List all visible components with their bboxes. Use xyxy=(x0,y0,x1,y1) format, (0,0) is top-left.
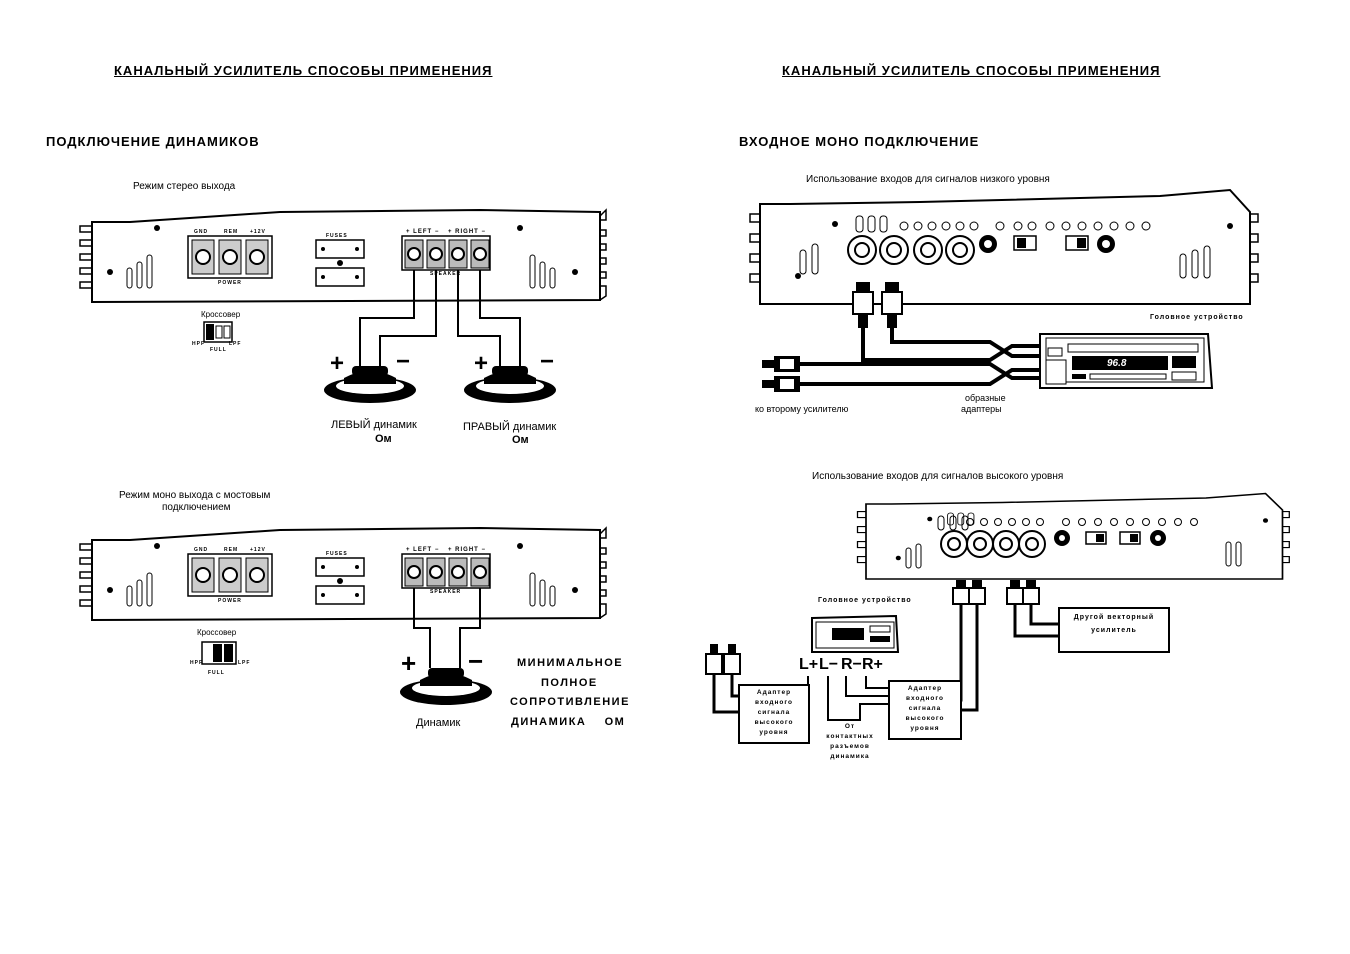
mono-gnd-label: GND xyxy=(194,547,209,553)
terminal-l-plus: L+ xyxy=(799,656,819,673)
power-label: POWER xyxy=(218,280,242,286)
impedance-line-1: МИНИМАЛЬНОЕ xyxy=(517,657,624,669)
mono-crossover-switch xyxy=(201,641,237,665)
mono-plus-sign: + xyxy=(401,648,417,678)
left-channel-label: + LEFT − xyxy=(406,229,440,235)
right-page-header: КАНАЛЬНЫЙ УСИЛИТЕЛЬ СПОСОБЫ ПРИМЕНЕНИЯ xyxy=(782,63,1161,78)
stereo-mode-caption: Режим стерео выхода xyxy=(133,181,236,192)
speaker-connection-title: ПОДКЛЮЧЕНИЕ ДИНАМИКОВ xyxy=(46,134,260,149)
low-head-unit-label: Головное устройство xyxy=(1150,314,1244,321)
other-amp-box: Другой векторный усилитель xyxy=(1058,607,1170,653)
impedance-line-3: СОПРОТИВЛЕНИЕ xyxy=(510,696,630,708)
impedance-line-2: ПОЛНОЕ xyxy=(541,677,598,689)
mono-speaker-text: Динамик xyxy=(416,717,461,729)
left-adapter-box: Адаптер входного сигнала высокого уровня xyxy=(738,684,810,744)
mono-speaker-label: SPEAKER xyxy=(430,589,462,595)
adapters-label-line2: адаптеры xyxy=(961,404,1002,414)
mono-right-channel-label: + RIGHT − xyxy=(448,547,487,553)
mono-lpf-label: LPF xyxy=(238,660,251,666)
mono-crossover-label: Кроссовер xyxy=(197,628,237,637)
left-ohm-label: Ом xyxy=(375,433,392,445)
stereo-amplifier xyxy=(79,209,607,303)
terminal-l-minus: L− xyxy=(819,656,839,673)
from-speaker-contacts-label: От контактных разъемов динамика xyxy=(826,723,874,760)
low-level-amplifier xyxy=(749,189,1259,305)
left-page-header: КАНАЛЬНЫЙ УСИЛИТЕЛЬ СПОСОБЫ ПРИМЕНЕНИЯ xyxy=(114,63,493,78)
mono-amplifier xyxy=(79,527,607,621)
stereo-crossover-switch xyxy=(203,321,233,343)
full-label: FULL xyxy=(210,347,227,353)
gnd-label: GND xyxy=(194,229,209,235)
right-minus-sign: − xyxy=(540,348,555,375)
mono-rem-label: REM xyxy=(224,547,239,553)
high-level-caption: Использование входов для сигналов высоко… xyxy=(812,471,1064,482)
other-amp-line1: Другой векторный xyxy=(1073,614,1155,621)
other-amp-line2: усилитель xyxy=(1091,627,1137,634)
head-unit-display: 96.8 xyxy=(1107,358,1127,369)
right-adapter-box: Адаптер входного сигнала высокого уровня xyxy=(888,680,962,740)
mono-mode-caption-line2: подключением xyxy=(162,502,231,513)
terminal-r-minus: R− xyxy=(841,656,862,673)
mono-mode-caption-line1: Режим моно выхода с мостовым xyxy=(119,490,271,501)
right-ohm-label: Ом xyxy=(512,434,529,446)
low-rca-plugs xyxy=(852,282,903,328)
lpf-label: LPF xyxy=(229,341,242,347)
right-speaker-label: ПРАВЫЙ динамик xyxy=(463,421,557,433)
right-channel-label: + RIGHT − xyxy=(448,229,487,235)
mono-fuses-label: FUSES xyxy=(326,551,348,557)
second-amp-rca-plugs xyxy=(762,356,800,392)
mono-full-label: FULL xyxy=(208,670,225,676)
high-head-unit-label: Головное устройство xyxy=(818,597,912,604)
high-level-amplifier xyxy=(856,492,1291,580)
impedance-line-4: ДИНАМИКА ОМ xyxy=(511,716,626,728)
high-head-unit xyxy=(811,614,900,653)
left-minus-sign: − xyxy=(396,348,411,375)
mono-left-channel-label: + LEFT − xyxy=(406,547,440,553)
low-level-caption: Использование входов для сигналов низког… xyxy=(806,174,1050,185)
second-amp-label: ко второму усилителю xyxy=(755,404,849,414)
speaker-label: SPEAKER xyxy=(430,271,462,277)
rem-label: REM xyxy=(224,229,239,235)
terminal-r-plus: R+ xyxy=(862,656,883,673)
mono-hpf-label: HPF xyxy=(190,660,203,666)
left-speaker-label: ЛЕВЫЙ динамик xyxy=(331,419,417,431)
fuses-label: FUSES xyxy=(326,233,348,239)
mono-input-title: ВХОДНОЕ МОНО ПОДКЛЮЧЕНИЕ xyxy=(739,134,980,149)
stereo-crossover-label: Кроссовер xyxy=(201,310,241,319)
mono-v12-label: +12V xyxy=(250,547,266,553)
right-plus-sign: + xyxy=(474,350,489,377)
mono-power-label: POWER xyxy=(218,598,242,604)
high-rca-plugs xyxy=(952,580,1040,605)
v12-label: +12V xyxy=(250,229,266,235)
adapters-label-line1: образные xyxy=(965,393,1006,403)
mono-minus-sign: − xyxy=(468,646,484,676)
low-head-unit xyxy=(1039,333,1214,389)
left-adapter-rca-plugs xyxy=(705,644,741,675)
left-plus-sign: + xyxy=(330,350,345,377)
hpf-label: HPF xyxy=(192,341,205,347)
